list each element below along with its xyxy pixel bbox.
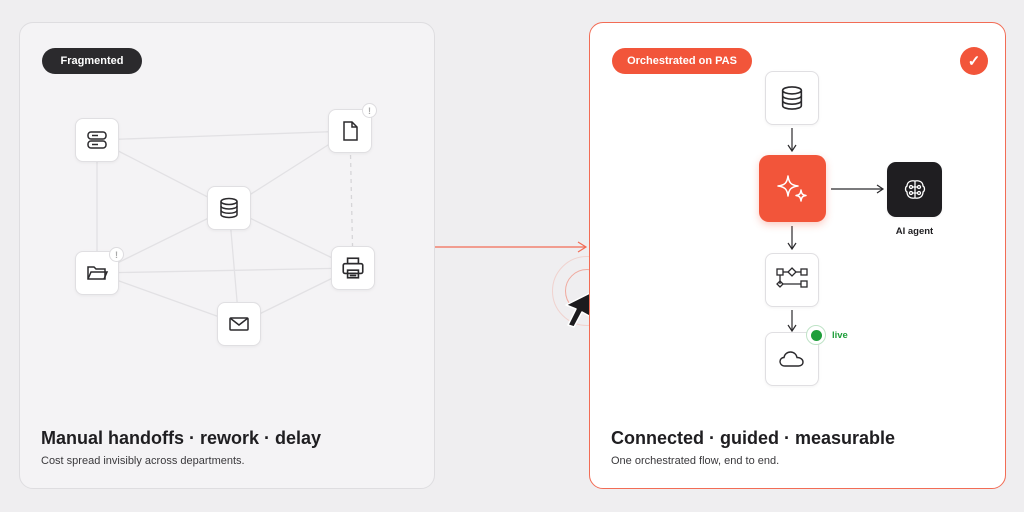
orchestrated-headline: Connected · guided · measurable: [611, 428, 896, 448]
workflow-icon: [776, 267, 808, 288]
mail-node[interactable]: [217, 302, 261, 346]
database-icon: [220, 197, 238, 219]
document-icon: [343, 121, 358, 141]
database-node[interactable]: [207, 186, 251, 230]
server-icon: [87, 131, 107, 149]
brain-icon: [904, 179, 925, 199]
workflow-node[interactable]: [765, 253, 819, 307]
sparkle-icon: [776, 174, 807, 202]
check-badge: ✓: [960, 47, 988, 75]
live-indicator: [806, 325, 826, 345]
warning-badge-document: !: [362, 103, 377, 118]
live-dot: [810, 329, 822, 341]
orchestrator-node[interactable]: [759, 155, 826, 222]
warning-badge-folder: !: [109, 247, 124, 262]
mail-icon: [229, 317, 249, 331]
fragmented-subline: Cost spread invisibly across departments…: [41, 455, 245, 467]
printer-icon: [342, 257, 364, 279]
document-node[interactable]: [328, 109, 372, 153]
database-icon: [781, 86, 803, 110]
check-icon: ✓: [967, 53, 981, 70]
cloud-icon: [779, 351, 804, 367]
orchestrated-subline: One orchestrated flow, end to end.: [611, 455, 780, 467]
live-label: live: [832, 330, 848, 341]
printer-node[interactable]: [331, 246, 375, 290]
server-node[interactable]: [75, 118, 119, 162]
folder-icon: [87, 266, 109, 280]
flow-database-node[interactable]: [765, 71, 819, 125]
flow-connections: [787, 128, 885, 333]
ai-agent-label: AI agent: [895, 226, 934, 237]
orchestrated-panel: Orchestrated on PAS ✓ AI agent: [589, 22, 1006, 489]
orchestrated-badge: Orchestrated on PAS: [612, 48, 752, 74]
ai-agent-node[interactable]: [887, 162, 942, 217]
fragmented-panel: Fragmented ! !: [19, 22, 435, 489]
fragmented-badge: Fragmented: [42, 48, 142, 74]
fragmented-headline: Manual handoffs · rework · delay: [41, 428, 322, 448]
